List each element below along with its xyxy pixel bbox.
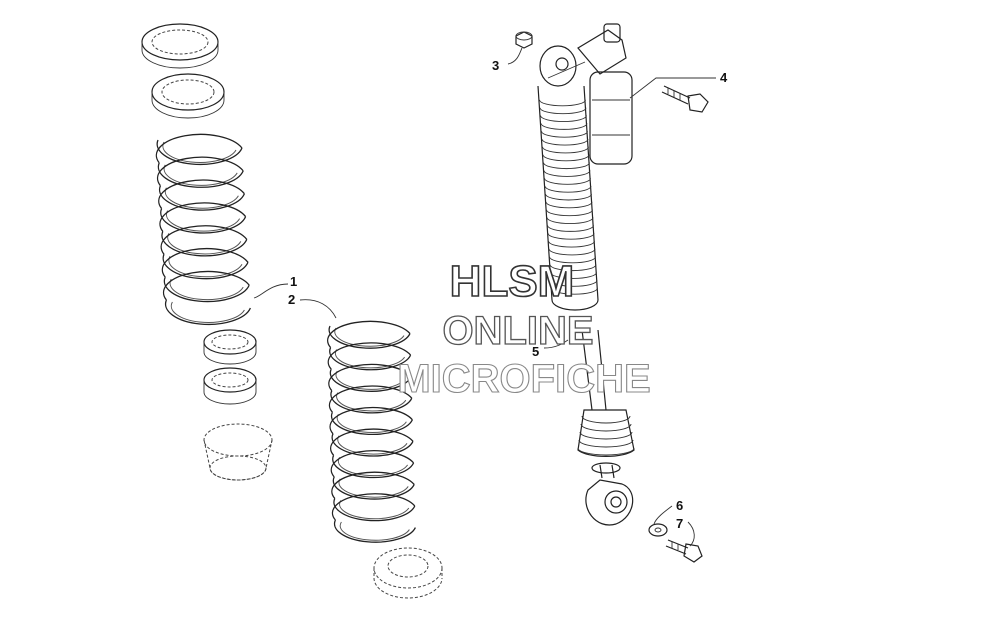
spring-retainer-top bbox=[141, 23, 219, 69]
callout-5: 5 bbox=[532, 344, 539, 359]
nut-top bbox=[515, 31, 533, 49]
watermark-line-1: HLSM bbox=[450, 257, 575, 306]
callout-6: 6 bbox=[676, 498, 683, 513]
watermark-line-2: ONLINE bbox=[442, 309, 593, 353]
lock-ring bbox=[203, 367, 257, 405]
bump-stop-cup bbox=[203, 423, 273, 481]
bolt-top bbox=[661, 85, 709, 113]
callout-3: 3 bbox=[492, 58, 499, 73]
washer-bottom bbox=[648, 523, 668, 537]
callout-1: 1 bbox=[290, 274, 297, 289]
coil-spring-2 bbox=[327, 320, 416, 543]
watermark-line-3: MICROFICHE bbox=[397, 357, 650, 401]
spring-adjuster-ring bbox=[203, 329, 257, 365]
lower-spring-seat bbox=[373, 547, 443, 599]
callout-2: 2 bbox=[288, 292, 295, 307]
shock-absorber-body bbox=[537, 23, 635, 526]
leader-lines bbox=[253, 47, 716, 547]
coil-spring-1 bbox=[155, 133, 251, 326]
spring-seat-upper bbox=[151, 73, 225, 119]
callout-7: 7 bbox=[676, 516, 683, 531]
bolt-bottom bbox=[665, 539, 703, 563]
watermark: HLSM ONLINE MICROFICHE bbox=[397, 256, 651, 401]
callout-4: 4 bbox=[720, 70, 728, 85]
